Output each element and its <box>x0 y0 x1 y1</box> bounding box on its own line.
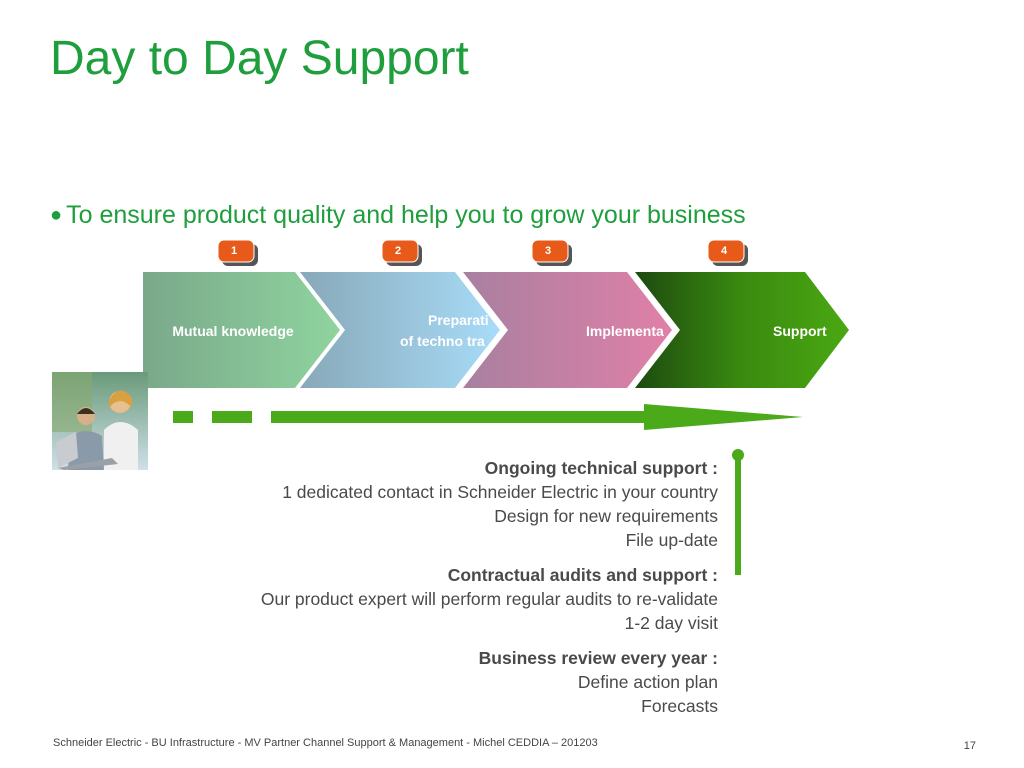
detail-line: Our product expert will perform regular … <box>260 589 718 609</box>
step-1-chevron <box>143 272 340 388</box>
step-2-label-line2: of techno tra <box>400 333 485 349</box>
timeline-dash-1 <box>173 411 193 423</box>
detail-heading: Ongoing technical support : <box>484 458 718 478</box>
step-4-label: Support <box>773 323 827 339</box>
step-3-badge: 3 <box>531 239 572 266</box>
detail-heading: Contractual audits and support : <box>447 565 718 585</box>
step-4-number: 4 <box>721 245 728 257</box>
step-2-badge: 2 <box>381 239 422 266</box>
step-1-label: Mutual knowledge <box>172 323 294 339</box>
step-1-badge: 1 <box>217 239 258 266</box>
footer-text: Schneider Electric - BU Infrastructure -… <box>53 737 598 749</box>
detail-line: Define action plan <box>577 672 718 692</box>
timeline-arrow <box>173 404 803 430</box>
detail-heading: Business review every year : <box>478 648 718 668</box>
detail-line: 1 dedicated contact in Schneider Electri… <box>282 482 718 502</box>
detail-line: Design for new requirements <box>494 506 718 526</box>
detail-group-review: Business review every year : Define acti… <box>261 646 718 718</box>
detail-line: File up-date <box>625 530 718 550</box>
bullet-dot-icon: ● <box>50 204 63 226</box>
step-3-number: 3 <box>545 245 551 257</box>
detail-group-audits: Contractual audits and support : Our pro… <box>261 563 718 635</box>
people-photo <box>52 372 148 470</box>
step-4-badge: 4 <box>707 239 748 266</box>
step-2-chevron <box>297 272 503 388</box>
bullet-text: To ensure product quality and help you t… <box>66 201 746 229</box>
support-details: Ongoing technical support : 1 dedicated … <box>261 456 718 729</box>
step-4-chevron <box>632 272 852 388</box>
vertical-indicator <box>732 449 744 575</box>
step-2-label-line1: Preparati <box>428 312 489 328</box>
step-2-number: 2 <box>395 245 401 257</box>
bullet-point: ●To ensure product quality and help you … <box>50 200 746 230</box>
detail-group-technical: Ongoing technical support : 1 dedicated … <box>261 456 718 552</box>
timeline-shaft <box>271 411 646 423</box>
step-3-chevron <box>460 272 675 388</box>
step-1-number: 1 <box>231 245 237 257</box>
step-3-label: Implementa <box>586 323 664 339</box>
detail-line: 1-2 day visit <box>624 613 718 633</box>
page-number: 17 <box>963 740 976 752</box>
timeline-arrowhead <box>644 404 803 430</box>
timeline-dash-2 <box>212 411 252 423</box>
detail-line: Forecasts <box>641 696 718 716</box>
slide-title: Day to Day Support <box>50 32 469 85</box>
